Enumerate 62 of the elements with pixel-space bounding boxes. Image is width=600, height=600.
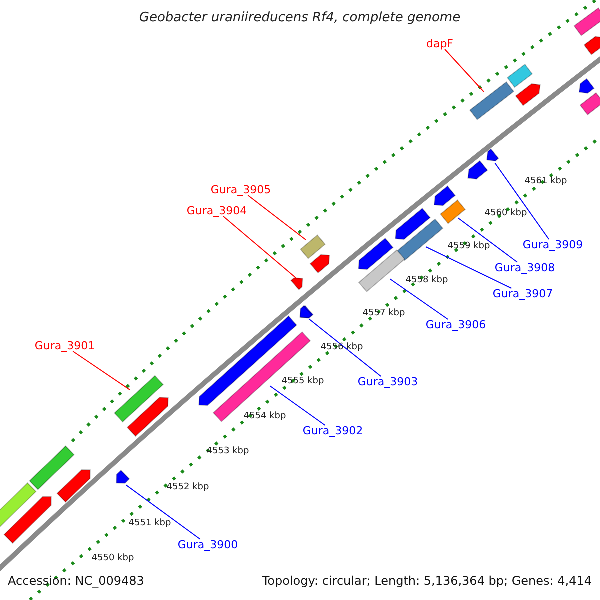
tick-label: 4558 kbp (406, 276, 448, 286)
tick-label: 4554 kbp (244, 412, 286, 422)
gene-bar (0, 482, 37, 528)
gene-label: Gura_3908 (494, 262, 556, 274)
tick-label: 4552 kbp (166, 484, 210, 492)
leader-line (72, 351, 130, 390)
gene-bar (515, 83, 541, 106)
gene-label: Gura_3909 (522, 240, 584, 250)
tick-label: 4550 kbp (92, 554, 134, 564)
gene-label: Gura_3901 (34, 340, 96, 352)
gene-bar (434, 186, 456, 206)
footer-text: Accession: NC_009483 (8, 575, 144, 587)
gene-label: Gura_3903 (358, 376, 418, 388)
gene-bar (396, 218, 444, 262)
leader-line (444, 49, 484, 92)
gene-bar (486, 148, 500, 162)
gene-bar (574, 8, 600, 36)
gene-bar (440, 200, 466, 224)
title: Geobacter uraniireducens Rf4, complete genome (139, 12, 461, 24)
leader-line (426, 246, 512, 289)
gene-bar (310, 254, 330, 274)
tick-label: 4551 kbp (128, 520, 172, 528)
gene-bar (290, 278, 304, 291)
gene-bar (580, 92, 600, 116)
gene-bar (469, 81, 515, 121)
tick-label: 4559 kbp (448, 242, 490, 252)
leader-line (308, 318, 382, 377)
gene-bar (29, 446, 75, 490)
gene-bar (395, 208, 431, 240)
leader-line (390, 278, 449, 320)
gene-bar (4, 496, 52, 544)
gene-label: dapF (426, 38, 454, 50)
gene-bar (468, 160, 488, 180)
gene-bar (114, 375, 164, 423)
leader-line (222, 216, 296, 278)
gene-bar (116, 470, 130, 484)
gene-bar (56, 469, 91, 503)
gene-label: Gura_3904 (186, 206, 248, 216)
gene-bar (126, 397, 169, 438)
tick-label: 4561 kbp (524, 178, 568, 186)
gene-bar (578, 78, 595, 94)
gene-label: Gura_3907 (492, 288, 554, 300)
leader-line (126, 484, 201, 540)
tick-label: 4555 kbp (282, 378, 324, 386)
gene-label: Gura_3900 (178, 540, 238, 550)
leader-line (248, 195, 306, 240)
gene-bar (300, 234, 326, 260)
tick-label: 4553 kbp (206, 448, 250, 456)
tick-label: 4557 kbp (362, 310, 406, 318)
gene-label: Gura_3906 (426, 320, 486, 330)
gene-bar (584, 36, 600, 56)
gene-label: Gura_3902 (302, 426, 364, 436)
tick-label: 4560 kbp (484, 210, 528, 218)
leader-line (270, 386, 326, 426)
footer-text: Topology: circular; Length: 5,136,364 bp; Genes: 4,414 (262, 575, 592, 587)
gene-label: Gura_3905 (210, 184, 272, 196)
tick-label: 4556 kbp (320, 344, 364, 352)
gene-bar (358, 250, 406, 292)
gene-bar (358, 238, 394, 270)
gene-bar (506, 64, 534, 88)
leader-line (494, 162, 550, 240)
leader-line (458, 218, 518, 263)
